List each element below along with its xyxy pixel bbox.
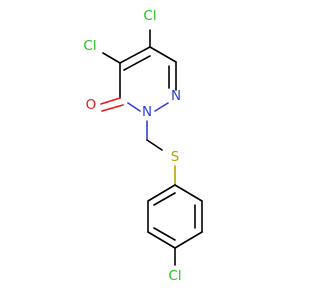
bond-ch2-s: [146, 139, 163, 151]
bond-ar-4-inner: [153, 227, 176, 241]
atom-n-substituted: N: [142, 104, 152, 120]
bond-ar-4: [147, 231, 176, 249]
bond-n2-c3: [127, 102, 141, 112]
chlorophenyl-ring: [147, 184, 203, 266]
atom-labels: Cl Cl O N N S Cl: [83, 8, 181, 284]
bond-ar-3: [174, 231, 203, 249]
bond-c3-o-inner: [101, 104, 124, 112]
atom-cl-top: Cl: [143, 8, 156, 24]
bond-n1-n2: [154, 102, 169, 112]
bond-ar-6: [147, 184, 176, 202]
bond-ar-6-inner: [153, 192, 176, 206]
atom-oxygen: O: [86, 97, 97, 113]
structure-diagram: Cl Cl O N N S Cl: [83, 8, 203, 284]
atom-n-ring: N: [171, 88, 181, 104]
bond-c3-o: [100, 97, 121, 105]
substituent-bonds: [100, 29, 176, 186]
bond-c4-c5-inner: [123, 55, 151, 71]
atom-cl-left: Cl: [83, 38, 96, 54]
bond-c5-c6: [149, 46, 177, 63]
bond-c4-c5: [119, 46, 151, 64]
atom-sulfur: S: [171, 149, 180, 165]
bond-c4-cl: [102, 52, 121, 64]
bond-ar-1: [174, 184, 203, 202]
molecule-svg: Cl Cl O N N S Cl: [83, 8, 203, 284]
pyridazinone-ring: [119, 46, 177, 112]
atom-cl-bottom: Cl: [168, 268, 181, 284]
